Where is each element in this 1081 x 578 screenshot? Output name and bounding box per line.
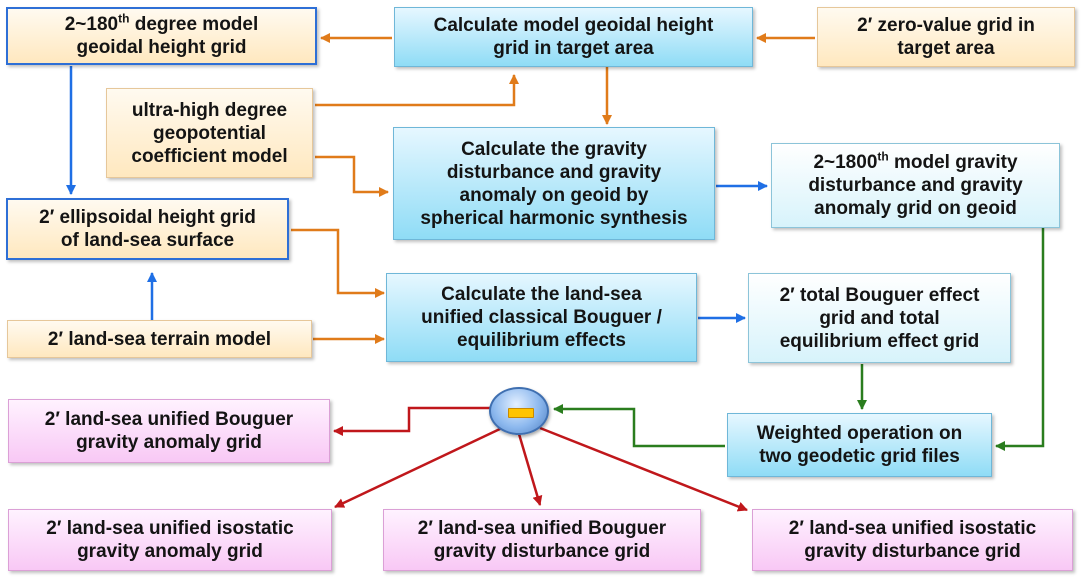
node-bouguer-disturbance-label: 2′ land-sea unified Bouguer gravity dist… xyxy=(417,518,667,562)
node-ultra-high-model-label: ultra-high degree geopotential coefficie… xyxy=(131,99,288,167)
node-calc-gravity-label: Calculate the gravity disturbance and gr… xyxy=(420,138,688,229)
node-model-geoid-grid-label: 2~180th degree model geoidal height grid xyxy=(64,11,259,58)
node-isostatic-anomaly-label: 2′ land-sea unified isostatic gravity an… xyxy=(46,518,294,562)
node-calc-bouguer-label: Calculate the land-sea unified classical… xyxy=(421,284,662,351)
node-total-effect-grid-label: 2′ total Bouguer effect grid and total e… xyxy=(779,284,980,352)
node-model-gravity-grid-label: 2~1800th model gravity disturbance and g… xyxy=(808,149,1023,219)
node-calc-geoid-label: Calculate model geoidal height grid in t… xyxy=(433,15,714,59)
node-terrain-model: 2′ land-sea terrain model xyxy=(7,320,312,358)
node-model-geoid-grid: 2~180th degree model geoidal height grid xyxy=(6,7,317,65)
arrow-ultra-model-to-calc-gravity xyxy=(315,155,389,197)
arrow-model-gravity-grid-to-weighted xyxy=(995,228,1045,451)
node-isostatic-disturbance: 2′ land-sea unified isostatic gravity di… xyxy=(752,509,1073,571)
node-zero-grid-label: 2′ zero-value grid in target area xyxy=(857,15,1035,59)
node-zero-grid: 2′ zero-value grid in target area xyxy=(817,7,1075,67)
node-calc-bouguer: Calculate the land-sea unified classical… xyxy=(386,273,697,362)
node-weighted-op: Weighted operation on two geodetic grid … xyxy=(727,413,992,477)
arrow-minus-to-bouguer-anomaly xyxy=(333,406,490,436)
arrow-ellipsoidal-to-calc-bouguer xyxy=(291,228,385,298)
node-weighted-op-label: Weighted operation on two geodetic grid … xyxy=(756,423,963,467)
node-total-effect-grid: 2′ total Bouguer effect grid and total e… xyxy=(748,273,1011,363)
arrow-minus-to-bouguer-disturbance xyxy=(517,433,543,506)
node-terrain-model-label: 2′ land-sea terrain model xyxy=(47,328,272,350)
arrow-minus-to-isostatic-anomaly xyxy=(334,426,503,509)
arrow-minus-to-isostatic-disturbance xyxy=(539,426,748,512)
node-isostatic-anomaly: 2′ land-sea unified isostatic gravity an… xyxy=(8,509,332,571)
node-bouguer-anomaly: 2′ land-sea unified Bouguer gravity anom… xyxy=(8,399,330,463)
node-ellipsoidal-grid: 2′ ellipsoidal height grid of land-sea s… xyxy=(6,198,289,260)
node-bouguer-anomaly-label: 2′ land-sea unified Bouguer gravity anom… xyxy=(44,409,294,453)
arrow-weighted-to-minus xyxy=(553,404,725,448)
node-ultra-high-model: ultra-high degree geopotential coefficie… xyxy=(106,88,313,178)
node-isostatic-disturbance-label: 2′ land-sea unified isostatic gravity di… xyxy=(788,518,1037,562)
node-model-gravity-grid: 2~1800th model gravity disturbance and g… xyxy=(771,143,1060,228)
node-calc-geoid: Calculate model geoidal height grid in t… xyxy=(394,7,753,67)
node-ellipsoidal-grid-label: 2′ ellipsoidal height grid of land-sea s… xyxy=(39,207,256,251)
minus-operator-icon xyxy=(489,387,549,435)
node-calc-gravity: Calculate the gravity disturbance and gr… xyxy=(393,127,715,240)
minus-bar xyxy=(508,408,534,418)
node-bouguer-disturbance: 2′ land-sea unified Bouguer gravity dist… xyxy=(383,509,701,571)
arrow-ultra-model-to-calc-geoid xyxy=(315,74,519,107)
